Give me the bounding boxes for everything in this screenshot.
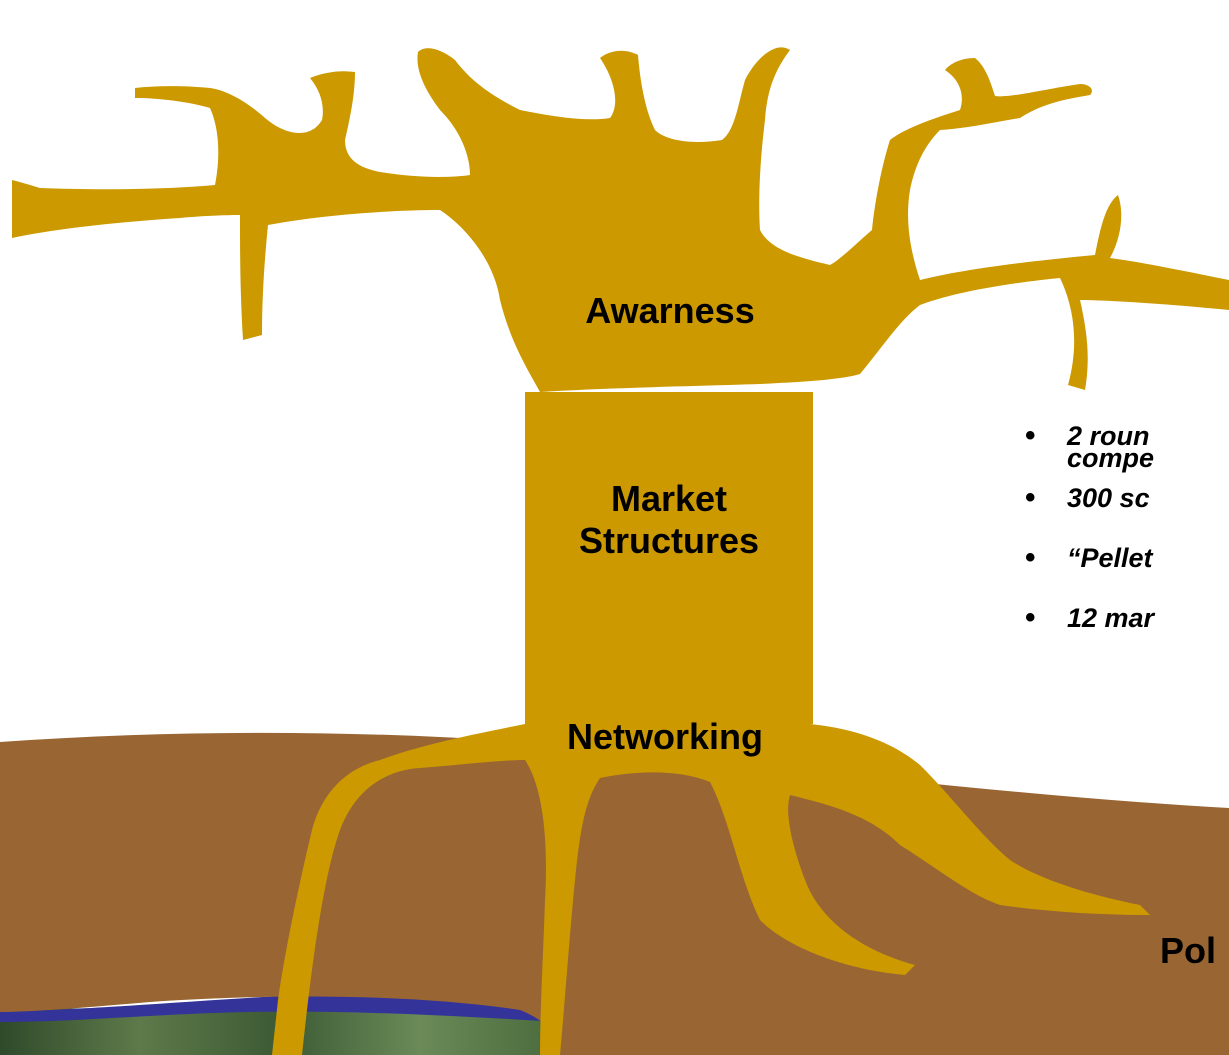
policy-label: Pol xyxy=(1160,930,1217,971)
bullet-item: 300 sc xyxy=(1025,485,1229,547)
tree-trunk xyxy=(525,392,813,724)
tree-crown xyxy=(12,47,1229,392)
bullet-item: “Pellet xyxy=(1025,545,1229,607)
market-structures-label: Market Structures xyxy=(578,478,760,561)
tree-roots xyxy=(272,724,1150,1055)
bullet-item: 12 mar xyxy=(1025,605,1229,630)
bullet-item: 2 roun compe xyxy=(1025,425,1229,487)
bullet-list: 2 roun compe 300 sc “Pellet 12 mar xyxy=(1025,425,1229,629)
networking-label: Networking xyxy=(566,716,763,757)
awareness-label: Awarness xyxy=(585,290,755,331)
